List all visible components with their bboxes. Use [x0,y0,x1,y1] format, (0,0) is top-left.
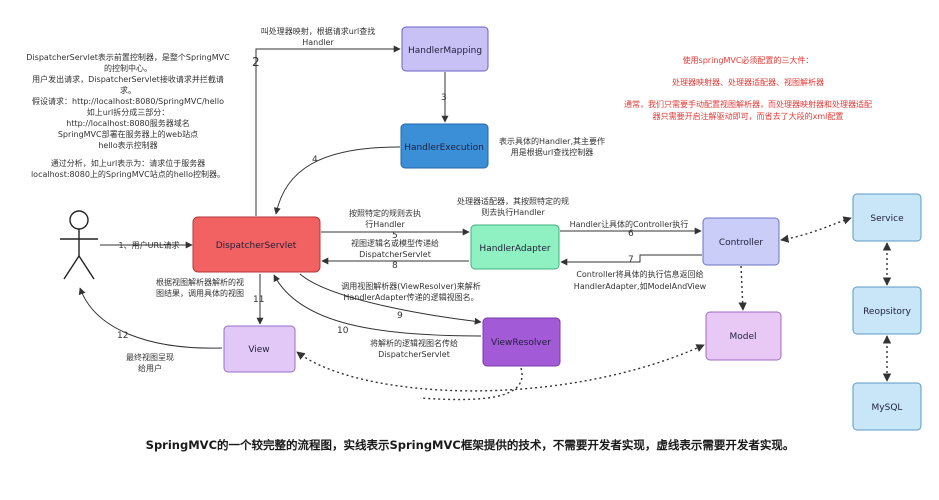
mysql-label: MySQL [872,403,903,413]
arrow-step-12 [78,287,223,349]
arrow-step-7 [560,254,702,266]
user-stick-figure-icon [60,210,98,280]
repository-label: Reopsitory [863,307,912,317]
mysql-box: MySQL [852,382,922,431]
svg-text:通常，我们只需要手动配置视图解析器，而处理器映射器和处理器适: 通常，我们只需要手动配置视图解析器，而处理器映射器和处理器适配 [624,99,872,109]
model-label: Model [729,332,756,342]
service-label: Service [870,214,904,224]
step5-label-line1: 按照特定的规则去执 [349,208,421,218]
step-number-7: 7 [628,255,634,265]
red-note: 使用springMVC必须配置的三大件： 处理器映射器、处理器适配器、视图解析器… [624,55,872,121]
handler-mapping-box: HandlerMapping [401,26,489,72]
step12-label-line1: 最终视图呈现 [126,352,174,362]
diagram-caption: SpringMVC的一个较完整的流程图，实线表示SpringMVC框架提供的技术… [146,438,795,452]
left-note: DispatcherServlet表示前置控制器，是整个SpringMVC 的控… [26,52,230,179]
handler-execution-label: HandlerExecution [404,143,484,153]
step-number-9: 9 [397,311,403,321]
step2-label-line2: Handler [302,38,334,47]
arrow-step-2 [255,45,401,216]
adapter-note-line2: 则去执行Handler [481,207,545,217]
dispatcher-servlet-label: DispatcherServlet [216,241,297,251]
svg-text:器只需要开启注解驱动即可，而省去了大段的xml配置: 器只需要开启注解驱动即可，而省去了大段的xml配置 [653,111,844,121]
svg-text:SpringMVC部署在服务器上的web站点: SpringMVC部署在服务器上的web站点 [58,129,198,139]
step-number-8: 8 [392,261,398,271]
step5-label-line2: 行Handler [365,219,405,229]
step8-label-line1: 视图逻辑名或模型传递给 [351,238,439,248]
svg-text:如上url拆分成三部分：: 如上url拆分成三部分： [87,107,170,117]
svg-text:处理器映射器、处理器适配器、视图解析器: 处理器映射器、处理器适配器、视图解析器 [672,77,824,87]
svg-text:使用springMVC必须配置的三大件：: 使用springMVC必须配置的三大件： [683,55,814,65]
svg-text:用户发出请求，DispatcherServlet接收请求并拦: 用户发出请求，DispatcherServlet接收请求并拦截请 [32,74,224,84]
step7-label-line1: Controller将具体的执行信息返回给 [576,269,703,279]
svg-text:localhost:8080上的SpringMVC站点的he: localhost:8080上的SpringMVC站点的hello控制器。 [31,169,225,179]
controller-label: Controller [719,238,764,248]
dotted-view-model [296,344,705,392]
svg-text:求。: 求。 [120,85,136,95]
step11-label-line1: 根据视图解析器解析的视 [156,277,244,287]
dispatcher-servlet-box: DispatcherServlet [192,216,321,273]
handler-execution-box: HandlerExecution [400,123,489,169]
step8-label-line2: DispatcherServlet [359,250,431,259]
handler-mapping-label: HandlerMapping [408,46,482,56]
step-number-10: 10 [337,326,349,336]
dotted-controller-model [738,265,747,311]
step9-label-line2: HandlerAdapter传递的逻辑视图名。 [343,292,478,302]
step-number-11: 11 [253,295,264,305]
step-number-2: 2 [252,55,260,69]
view-label: View [248,345,269,355]
controller-box: Controller [702,217,780,266]
step9-label-line1: 调用视图解析器(ViewResolver)来解析 [341,281,481,291]
service-box: Service [852,193,922,242]
handler-adapter-label: HandlerAdapter [479,244,550,254]
step2-label-line1: 叫处理器映射，根据请求url查找 [261,26,376,36]
handler-exec-note-line2: 用是根据url查找控制器 [511,147,594,157]
dotted-controller-service [780,216,852,243]
step12-label-line2: 给用户 [138,363,162,373]
step-number-6: 6 [628,229,634,239]
step6-label: Handler让具体的Controller执行 [570,219,689,229]
step-number-4: 4 [312,155,318,165]
svg-text:hello表示控制器: hello表示控制器 [98,140,157,150]
repository-box: Reopsitory [852,286,922,335]
view-resolver-box: ViewResolver [482,317,561,367]
view-resolver-label: ViewResolver [491,338,551,348]
svg-text:DispatcherServlet表示前置控制器，是整个Sp: DispatcherServlet表示前置控制器，是整个SpringMVC [26,52,230,62]
arrow-step-9 [299,273,482,325]
adapter-note-line1: 处理器适配器，其按照特定的规 [457,196,569,206]
handler-adapter-box: HandlerAdapter [470,224,560,270]
view-box: View [223,325,296,373]
svg-text:假设请求：http://localhost:8080/Spr: 假设请求：http://localhost:8080/SpringMVC/hel… [32,96,224,106]
step10-label-line2: DispatcherServlet [378,350,450,359]
step11-label-line2: 图结果，调用具体的视图 [156,288,244,298]
step1-label: 1、用户URL请求 [119,240,180,250]
dotted-viewresolver-view [419,367,523,401]
step-number-3: 3 [441,93,447,103]
handler-exec-note-line1: 表示具体的Handler,其主要作 [499,136,605,146]
arrow-step-10 [273,274,482,337]
arrow-step-4 [273,146,401,215]
step10-label-line1: 将解析的逻辑视图名传给 [370,338,458,348]
step-number-5: 5 [392,231,398,241]
step7-label-line2: HandlerAdapter,如ModelAndView [574,281,707,291]
svg-text:通过分析，如上url表示为：请求位于服务器: 通过分析，如上url表示为：请求位于服务器 [51,158,206,168]
step-number-12: 12 [117,331,128,341]
model-box: Model [705,311,782,361]
svg-text:http://localhost:8080服务器域名: http://localhost:8080服务器域名 [66,118,189,128]
svg-text:的控制中心。: 的控制中心。 [104,63,152,73]
